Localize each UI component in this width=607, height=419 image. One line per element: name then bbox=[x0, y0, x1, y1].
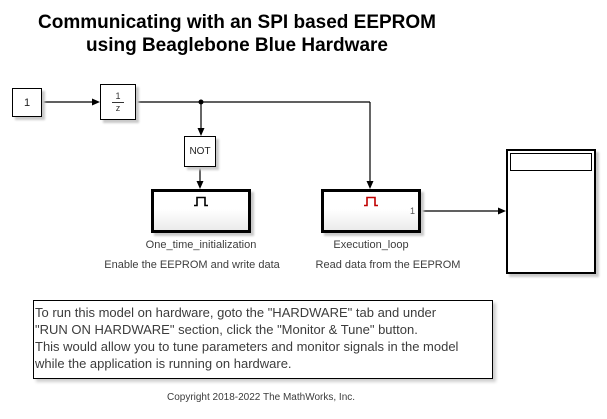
instruction-annotation-box: To run this model on hardware, goto the … bbox=[33, 300, 493, 379]
execution-loop-label: Execution_loop bbox=[333, 239, 409, 251]
arrowhead-icon bbox=[197, 128, 205, 136]
not-label: NOT bbox=[189, 146, 211, 157]
annotation-enable-eeprom: Enable the EEPROM and write data bbox=[104, 259, 280, 271]
unit-delay-block[interactable]: 1 z bbox=[100, 84, 136, 120]
unit-delay-denominator: z bbox=[115, 102, 121, 113]
model-title: Communicating with an SPI based EEPROM u… bbox=[0, 11, 474, 57]
annotation-read-eeprom: Read data from the EEPROM bbox=[315, 259, 461, 271]
constant-value: 1 bbox=[23, 96, 31, 109]
unit-delay-numerator: 1 bbox=[112, 91, 124, 103]
instruction-line: To run this model on hardware, goto the … bbox=[35, 305, 437, 320]
copyright-text: Copyright 2018-2022 The MathWorks, Inc. bbox=[166, 392, 356, 403]
display-block[interactable] bbox=[506, 149, 596, 274]
one-time-initialization-subsystem[interactable] bbox=[151, 189, 251, 233]
instruction-line: "RUN ON HARDWARE" section, click the "Mo… bbox=[35, 322, 418, 337]
arrowhead-icon bbox=[196, 181, 204, 189]
model-title-line2: using Beaglebone Blue Hardware bbox=[86, 35, 388, 56]
arrowhead-icon bbox=[366, 181, 374, 189]
pulse-icon bbox=[193, 194, 209, 212]
model-title-line1: Communicating with an SPI based EEPROM bbox=[38, 12, 436, 33]
execution-loop-subsystem[interactable]: 1 bbox=[321, 189, 421, 233]
output-port-label: 1 bbox=[409, 206, 415, 216]
arrowhead-icon bbox=[498, 207, 506, 215]
one-time-initialization-label: One_time_initialization bbox=[145, 239, 257, 251]
instruction-line: while the application is running on hard… bbox=[35, 356, 292, 371]
arrowhead-icon bbox=[92, 98, 100, 106]
not-logic-block[interactable]: NOT bbox=[184, 136, 216, 167]
instruction-line: This would allow you to tune parameters … bbox=[35, 339, 459, 354]
constant-block[interactable]: 1 bbox=[12, 88, 42, 117]
pulse-icon bbox=[363, 194, 379, 212]
display-value-area bbox=[510, 153, 592, 171]
